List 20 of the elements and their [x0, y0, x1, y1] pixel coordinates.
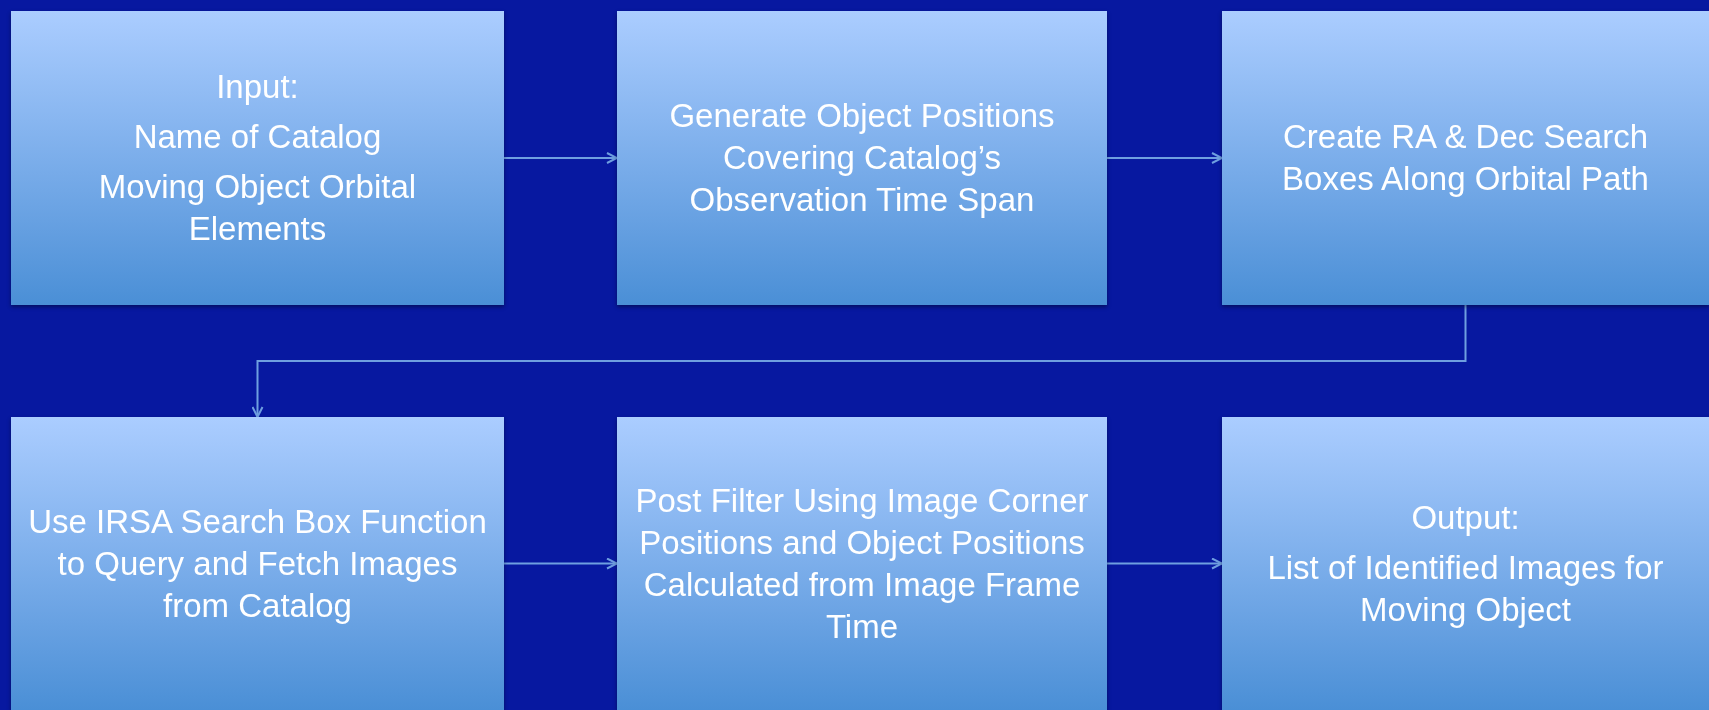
- arrow: [251, 304, 1467, 418]
- box-text: Use IRSA Search Box Function to Query and Fetch Images from Catalog: [27, 501, 488, 626]
- box-text: List of Identified Images for Moving Object: [1266, 547, 1665, 630]
- process-box: [1222, 11, 1709, 305]
- arrow: [1106, 557, 1223, 570]
- process-box: [1222, 417, 1709, 710]
- arrow: [1106, 152, 1223, 164]
- box-text: Post Filter Using Image Corner Positions and Object Positions Calculated from Image Frame Time: [634, 480, 1090, 647]
- process-box: [617, 11, 1107, 305]
- box-text: Moving Object Orbital Elements: [97, 167, 418, 249]
- arrow: [503, 557, 618, 570]
- box-text: Name of Catalog: [133, 117, 382, 157]
- arrow: [503, 152, 618, 164]
- process-box: [617, 417, 1107, 710]
- box-text: Generate Object Positions Covering Catalog’s Observation Time Span: [668, 96, 1056, 220]
- process-box: [11, 11, 504, 305]
- process-box: [11, 417, 504, 710]
- box-text: Output:: [1411, 497, 1520, 538]
- box-text: Input:: [216, 67, 299, 107]
- box-text: Create RA & Dec Search Boxes Along Orbital Path: [1281, 117, 1650, 199]
